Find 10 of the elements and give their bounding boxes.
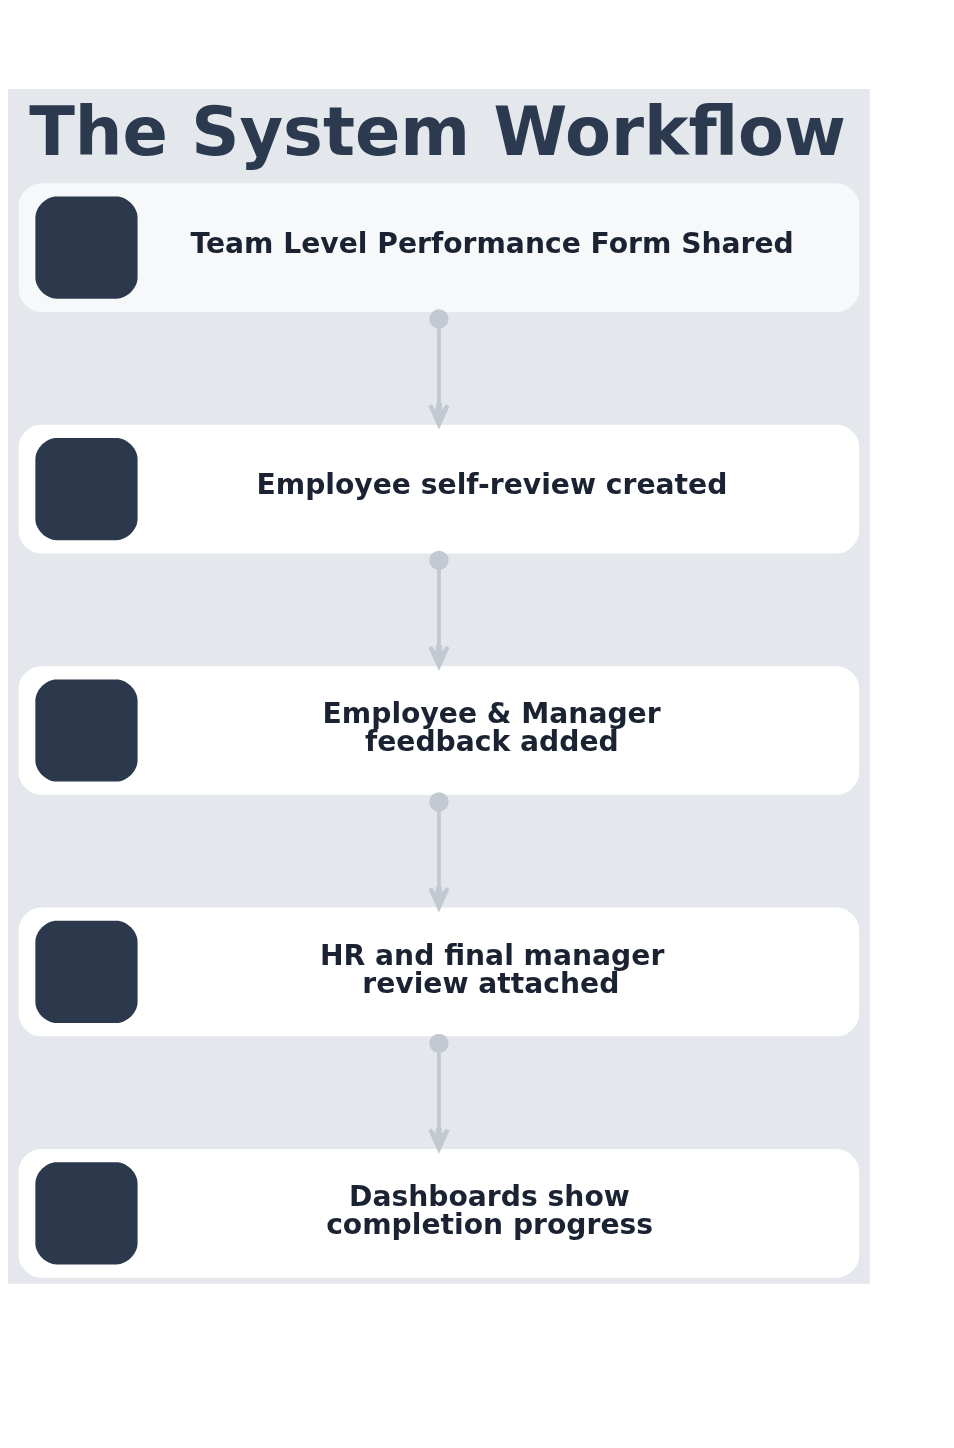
arrow [428, 791, 450, 910]
arrow [428, 550, 450, 668]
node-box: Employee & Manager feedback added [18, 665, 860, 795]
node-box: Team Level Performance Form Shared [18, 182, 860, 312]
node-box: Dashboards show completion progress [18, 1148, 860, 1278]
node-box: HR and final manager review attached [18, 907, 860, 1036]
node-box: Employee self-review created [18, 424, 860, 553]
arrow [428, 308, 450, 427]
diagram-title: The System Workflow [29, 92, 846, 171]
arrow [428, 1033, 450, 1151]
